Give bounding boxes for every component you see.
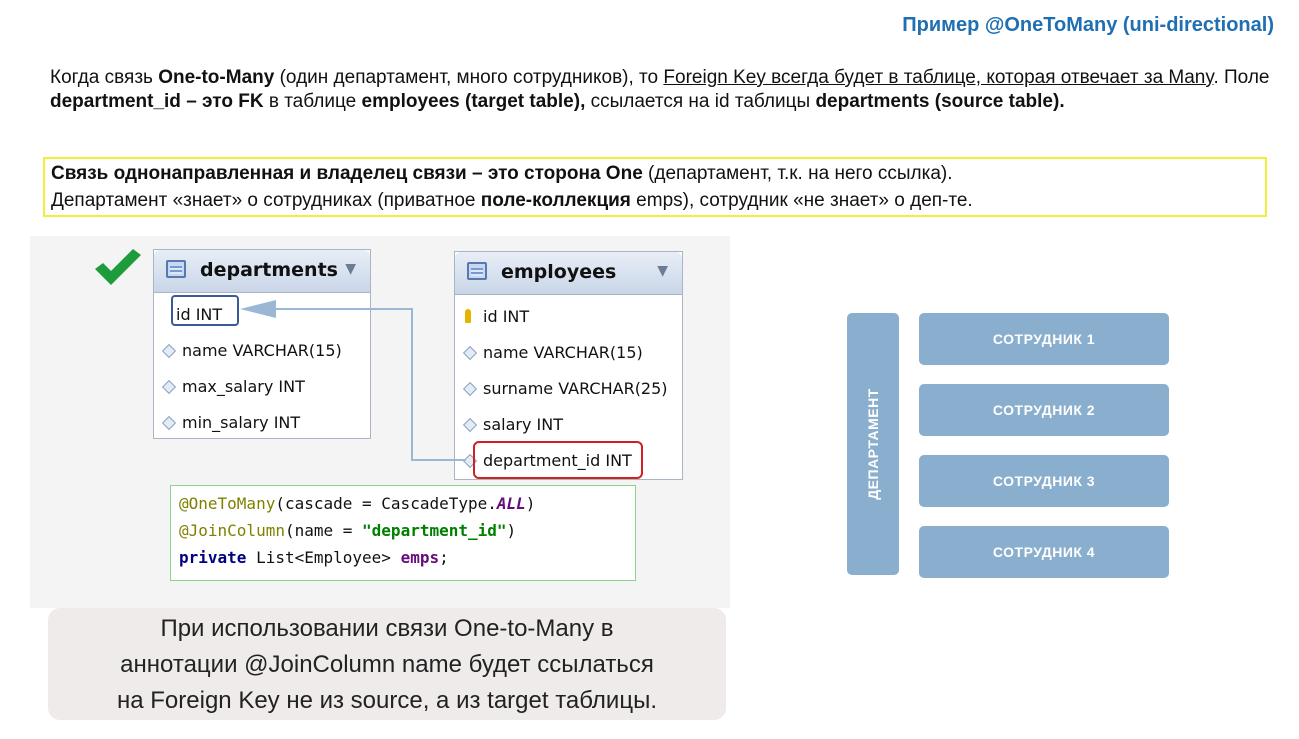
departments-table-header: departments ▼ xyxy=(154,250,370,293)
fk-highlight xyxy=(473,441,643,479)
departments-table-name: departments xyxy=(200,259,338,281)
employees-table-header: employees ▼ xyxy=(455,252,682,295)
employee-box: СОТРУДНИК 4 xyxy=(919,526,1169,578)
code-snippet: @OneToMany(cascade = CascadeType.ALL) @J… xyxy=(170,485,636,581)
column-row: id INT xyxy=(176,305,223,324)
ownership-note: Связь однонаправленная и владелец связи … xyxy=(43,157,1267,217)
column-row: department_id INT xyxy=(455,443,682,479)
column-row: name VARCHAR(15) xyxy=(154,333,370,369)
code-line: @OneToMany(cascade = CascadeType.ALL) xyxy=(179,494,536,513)
column-row: salary INT xyxy=(455,407,682,443)
column-row: surname VARCHAR(25) xyxy=(455,371,682,407)
dropdown-arrow-icon: ▼ xyxy=(657,263,668,279)
pk-highlight xyxy=(171,295,239,326)
intro-paragraph: Когда связь One-to-Many (один департамен… xyxy=(50,67,1270,112)
column-row: name VARCHAR(15) xyxy=(455,335,682,371)
employee-box: СОТРУДНИК 1 xyxy=(919,313,1169,365)
page-title: Пример @OneToMany (uni-directional) xyxy=(902,14,1274,36)
department-box: ДЕПАРТАМЕНТ xyxy=(847,313,899,575)
employee-box: СОТРУДНИК 3 xyxy=(919,455,1169,507)
code-line: @JoinColumn(name = "department_id") xyxy=(179,521,517,540)
column-row: id INT xyxy=(455,299,682,335)
employees-table-name: employees xyxy=(501,261,617,283)
primary-key-icon xyxy=(465,309,471,323)
column-row: max_salary INT xyxy=(154,369,370,405)
dropdown-arrow-icon: ▼ xyxy=(345,261,356,277)
checkmark-icon xyxy=(95,249,141,285)
joincolumn-callout: При использовании связи One-to-Many в ан… xyxy=(48,608,726,720)
departments-table: departments ▼ id INT name VARCHAR(15) ma… xyxy=(153,249,371,439)
column-row: min_salary INT xyxy=(154,405,370,441)
table-icon xyxy=(467,262,487,280)
department-label: ДЕПАРТАМЕНТ xyxy=(865,388,881,500)
employee-box: СОТРУДНИК 2 xyxy=(919,384,1169,436)
code-line: private List<Employee> emps; xyxy=(179,548,449,567)
table-icon xyxy=(166,260,186,278)
